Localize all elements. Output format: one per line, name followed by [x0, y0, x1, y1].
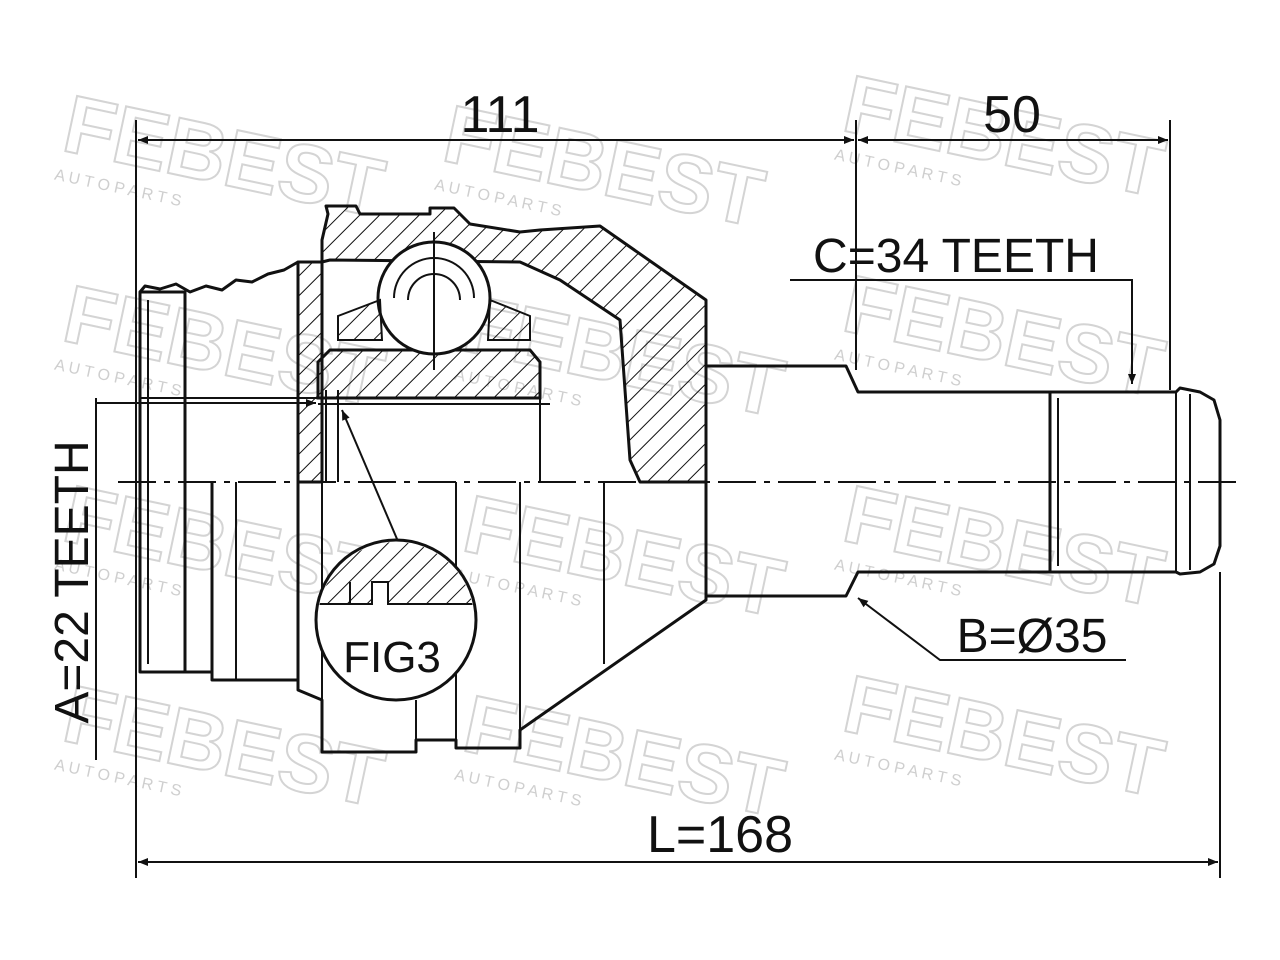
detail-leader	[341, 409, 401, 547]
leader-lines	[95, 279, 1136, 760]
detail-callout: FIG3	[314, 538, 478, 702]
spline-outer-label: C=34 TEETH	[813, 230, 1099, 283]
shaft-diameter-label: B=Ø35	[957, 610, 1108, 663]
watermark-brand: FEBEST	[456, 479, 791, 635]
spline-outer-leader	[790, 279, 1136, 384]
joint-housing	[296, 204, 708, 754]
ball-cage	[316, 232, 550, 482]
diameter-leader	[857, 597, 1126, 661]
watermark-brand: FEBEST	[56, 269, 391, 425]
dimension-overall: L=168	[647, 806, 793, 864]
dimension-111: 111	[460, 86, 539, 144]
spline-inner-label: A=22 TEETH	[46, 440, 99, 723]
watermark-brand: FEBEST	[836, 659, 1171, 815]
dimension-50: 50	[983, 86, 1041, 144]
watermark-brand: FEBEST	[836, 469, 1171, 625]
extension-lines	[135, 120, 1221, 878]
stub-shaft	[706, 364, 1222, 598]
watermark-layer: FEBEST A U T O P A R T S FEBEST A U T O …	[53, 58, 1173, 836]
dimension-lines	[138, 136, 1218, 866]
detail-label: FIG3	[343, 633, 441, 682]
watermark-brand: FEBEST	[56, 669, 391, 825]
